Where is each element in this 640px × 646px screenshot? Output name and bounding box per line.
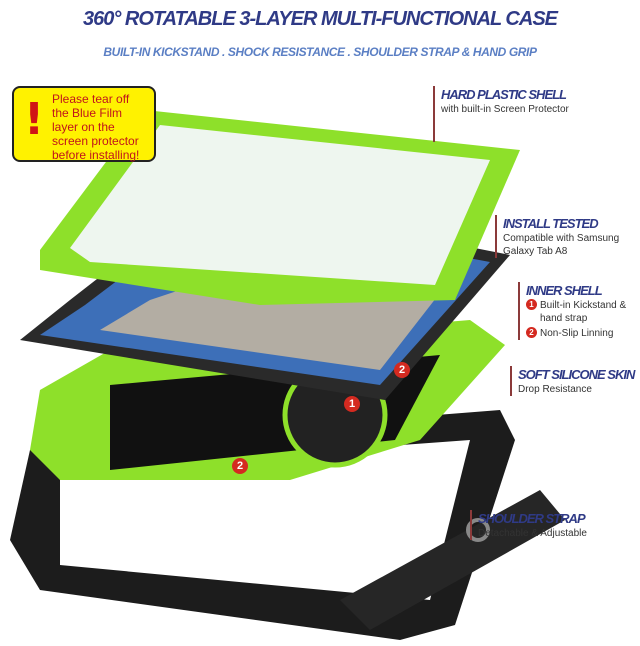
- screen-protector: [70, 125, 490, 285]
- feature-title: HARD PLASTIC SHELL: [441, 87, 567, 102]
- exclamation-icon: !: [24, 94, 45, 145]
- feature-shoulder-strap: SHOULDER STRAP Detachable & Adjustable: [470, 510, 638, 540]
- feature-silicone-skin: SOFT SILICONE SKIN Drop Resistance: [510, 366, 638, 396]
- feature-hard-shell: HARD PLASTIC SHELL with built-in Screen …: [433, 86, 638, 142]
- installation-note: ! Please tear off the Blue Film layer on…: [12, 86, 156, 162]
- feature-item: Non-Slip Linning: [540, 328, 614, 339]
- marker-1: 1: [344, 396, 360, 412]
- marker-2: 2: [232, 458, 248, 474]
- feature-title: INSTALL TESTED: [503, 216, 599, 231]
- note-text: Please tear off the Blue Film layer on t…: [52, 92, 140, 162]
- marker-2: 2: [394, 362, 410, 378]
- feature-desc: Detachable & Adjustable: [478, 528, 587, 539]
- page-subtitle: BUILT-IN KICKSTAND . SHOCK RESISTANCE . …: [103, 45, 537, 59]
- feature-item: Built-in Kickstand & hand strap: [540, 300, 627, 324]
- number-badge: 2: [526, 327, 537, 338]
- strap-ring: [466, 518, 490, 542]
- feature-desc: Compatible with Samsung Galaxy Tab A8: [503, 233, 620, 257]
- feature-title: SHOULDER STRAP: [478, 511, 586, 526]
- feature-desc: Drop Resistance: [518, 384, 592, 395]
- page-title: 360° ROTATABLE 3-LAYER MULTI-FUNCTIONAL …: [83, 8, 558, 30]
- feature-title: INNER SHELL: [526, 283, 603, 298]
- feature-desc: with built-in Screen Protector: [441, 104, 569, 115]
- feature-install-tested: INSTALL TESTED Compatible with Samsung G…: [495, 215, 638, 258]
- number-badge: 1: [526, 299, 537, 310]
- feature-title: SOFT SILICONE SKIN: [518, 367, 635, 382]
- shoulder-strap: [340, 490, 565, 630]
